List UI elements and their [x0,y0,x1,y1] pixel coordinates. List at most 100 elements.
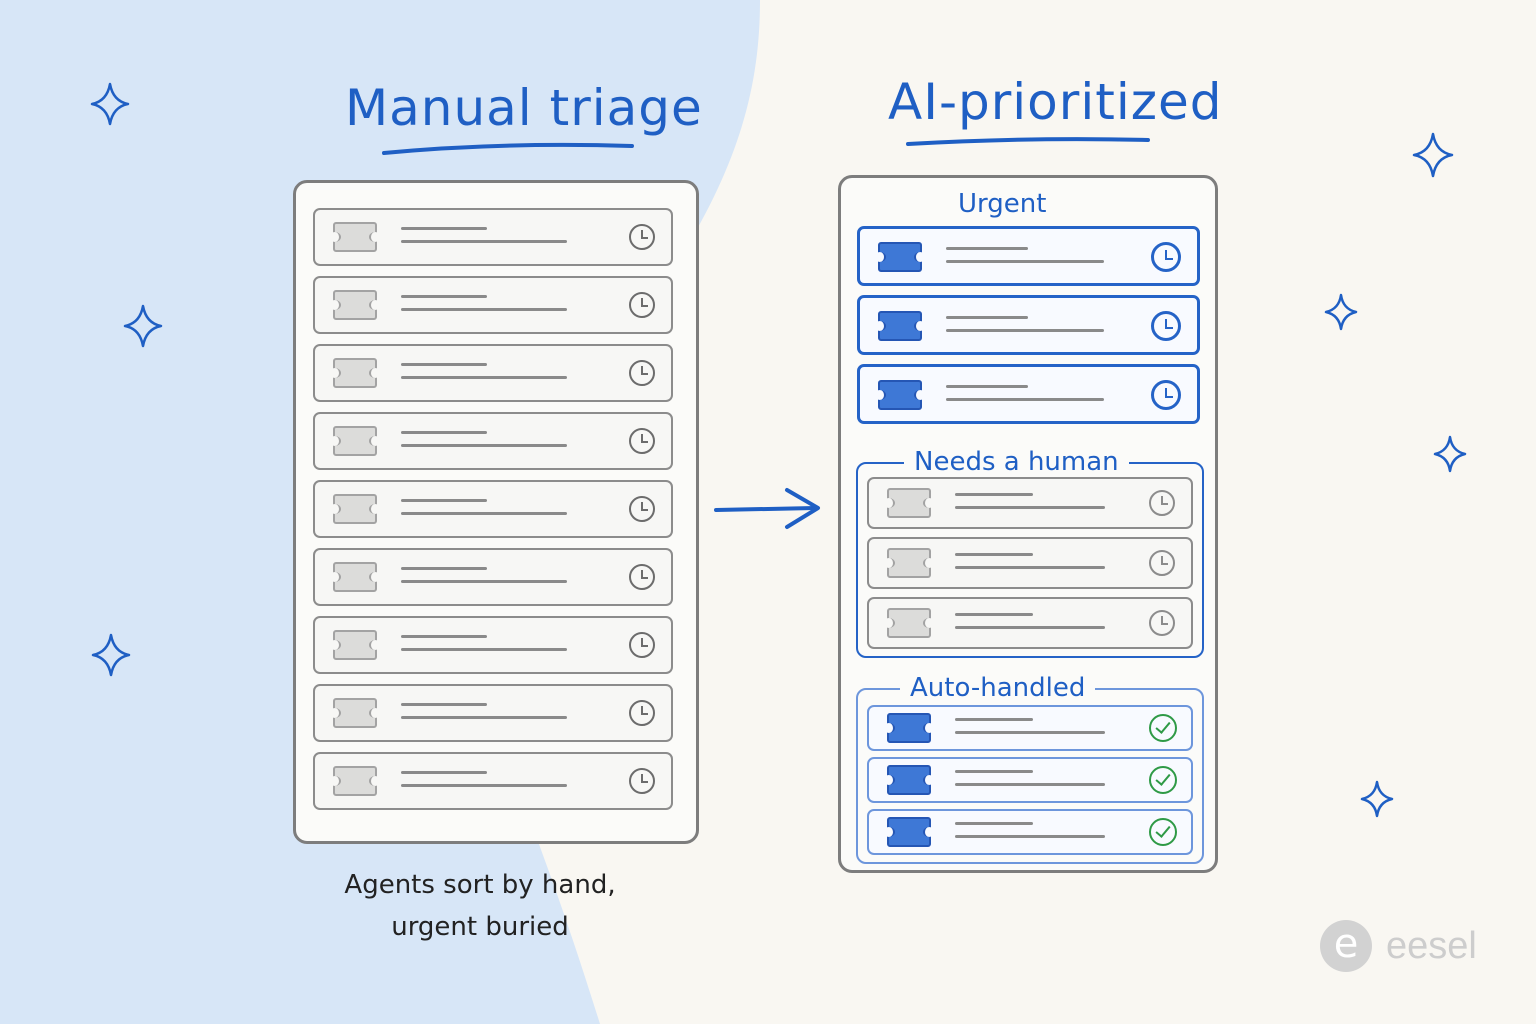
arrow-right-icon [714,488,820,529]
auto-handled-label: Auto-handled [900,673,1096,703]
logo-mark-icon: e [1320,920,1372,972]
ticket-preview-line [401,580,567,583]
ticket-card[interactable] [867,757,1193,803]
ticket-preview-line [946,329,1104,332]
ticket-card[interactable] [313,208,673,266]
ticket-subject-line [401,499,487,502]
ticket-preview-line [401,784,567,787]
sparkle-icon [123,304,163,348]
ticket-card[interactable] [857,364,1200,424]
ticket-icon [883,817,935,847]
ticket-preview-line [401,512,567,515]
logo-wordmark: eesel [1386,925,1477,967]
sparkle-icon [1412,132,1454,178]
ticket-card[interactable] [313,480,673,538]
ticket-card[interactable] [867,809,1193,855]
ticket-icon [329,222,381,252]
ticket-card[interactable] [313,276,673,334]
ticket-icon [329,358,381,388]
auto-handled-group: Auto-handled [856,673,1204,864]
urgent-group-label: Urgent [958,189,1047,219]
ticket-card[interactable] [313,344,673,402]
ticket-icon [329,698,381,728]
ticket-preview-line [401,716,567,719]
clock-icon [629,564,655,590]
ticket-card[interactable] [313,616,673,674]
clock-icon [1149,550,1175,576]
ticket-icon [883,548,935,578]
clock-icon [629,292,655,318]
ticket-icon [883,713,935,743]
ticket-icon [883,488,935,518]
ticket-subject-line [401,703,487,706]
ticket-preview-line [401,308,567,311]
ticket-subject-line [955,553,1033,556]
ticket-card[interactable] [313,412,673,470]
ticket-icon [883,765,935,795]
clock-icon [1149,490,1175,516]
ticket-card[interactable] [867,705,1193,751]
needs-a-human-label: Needs a human [904,447,1129,477]
check-circle-icon [1149,766,1177,794]
ticket-card[interactable] [313,684,673,742]
clock-icon [1149,610,1175,636]
ticket-icon [874,242,926,272]
clock-icon [629,428,655,454]
ticket-preview-line [955,566,1105,569]
check-circle-icon [1149,818,1177,846]
needs-a-human-group: Needs a human [856,447,1204,658]
ticket-card[interactable] [313,548,673,606]
ticket-preview-line [946,260,1104,263]
clock-icon [629,768,655,794]
ai-prioritized-title: AI-prioritized [888,73,1223,131]
ticket-icon [329,494,381,524]
ticket-card[interactable] [867,597,1193,649]
clock-icon [1151,242,1181,272]
check-circle-icon [1149,714,1177,742]
ticket-icon [329,630,381,660]
ticket-subject-line [946,385,1028,388]
clock-icon [629,700,655,726]
title-underline-right [906,137,1150,146]
ticket-subject-line [946,316,1028,319]
ticket-icon [329,766,381,796]
ticket-subject-line [401,771,487,774]
ticket-subject-line [955,822,1033,825]
ticket-subject-line [401,295,487,298]
clock-icon [629,360,655,386]
ticket-card[interactable] [867,537,1193,589]
ticket-subject-line [955,718,1033,721]
eesel-logo: e eesel [1320,920,1490,976]
clock-icon [629,496,655,522]
ticket-preview-line [401,240,567,243]
clock-icon [1151,311,1181,341]
ticket-card[interactable] [867,477,1193,529]
ticket-subject-line [401,635,487,638]
ticket-preview-line [955,783,1105,786]
ticket-icon [329,426,381,456]
ticket-preview-line [955,626,1105,629]
ticket-card[interactable] [857,295,1200,355]
ticket-subject-line [955,493,1033,496]
ticket-preview-line [401,376,567,379]
ticket-icon [874,311,926,341]
sparkle-icon [91,633,131,677]
clock-icon [629,632,655,658]
ticket-preview-line [401,444,567,447]
sparkle-icon [1360,780,1394,818]
sparkle-icon [90,82,130,126]
ticket-card[interactable] [313,752,673,810]
ticket-preview-line [955,506,1105,509]
clock-icon [1151,380,1181,410]
ticket-card[interactable] [857,226,1200,286]
manual-triage-title: Manual triage [345,79,703,137]
ticket-icon [329,290,381,320]
sparkle-icon [1324,293,1358,331]
ticket-subject-line [401,227,487,230]
manual-triage-caption: Agents sort by hand, urgent buried [344,870,616,942]
ticket-subject-line [955,613,1033,616]
sparkle-icon [1433,435,1467,473]
title-underline-left [382,142,634,155]
ticket-preview-line [955,835,1105,838]
